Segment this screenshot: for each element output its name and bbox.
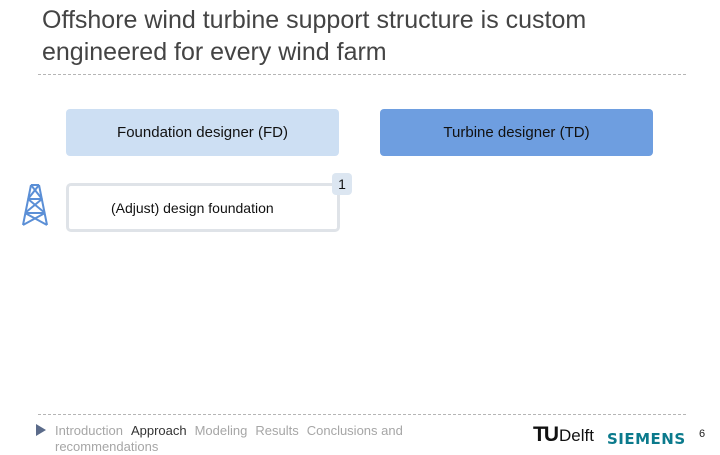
play-triangle-icon [36,424,46,436]
step-number-badge: 1 [332,173,352,195]
jacket-tower-icon [22,184,48,226]
nav-item-approach[interactable]: Approach [130,423,187,438]
tudelft-logo-word: Delft [559,426,594,445]
step-label: (Adjust) design foundation [111,200,274,216]
slide-title: Offshore wind turbine support structure … [42,6,587,66]
step-design-foundation: (Adjust) design foundation [66,183,340,232]
page-number: 6 [699,428,706,440]
turbine-designer-label: Turbine designer (TD) [443,124,590,141]
title-divider [38,74,686,75]
tudelft-logo-mark: TU [533,423,559,446]
nav-item-modeling[interactable]: Modeling [194,423,248,438]
turbine-designer-box: Turbine designer (TD) [380,109,653,156]
foundation-designer-label: Foundation designer (FD) [117,124,288,141]
siemens-logo: SIEMENS [607,430,686,448]
nav-item-introduction[interactable]: Introduction [55,423,123,438]
tudelft-logo: TU Delft [533,424,594,446]
footer-divider [38,414,686,415]
foundation-designer-box: Foundation designer (FD) [66,109,339,156]
nav-item-results[interactable]: Results [255,423,299,438]
